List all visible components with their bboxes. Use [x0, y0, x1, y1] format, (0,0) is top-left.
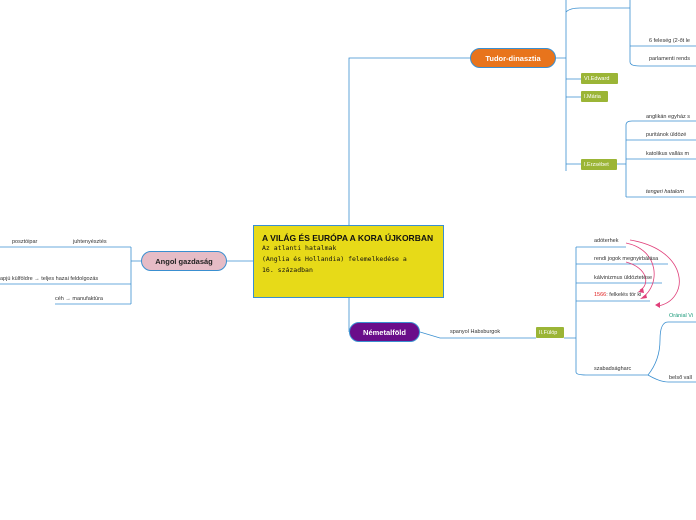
relationship-arrow-2 [629, 239, 680, 307]
connector-tudor-trunk [555, 0, 567, 171]
leaf-rendi-jogok[interactable]: rendi jogok megnyirbálása [594, 256, 659, 262]
leaf-parlamenti-rends[interactable]: parlamenti rends [649, 56, 690, 62]
leaf-felkeles[interactable]: 1566: felkelés tör ki [594, 292, 641, 298]
relationship-arrow-1 [625, 242, 655, 298]
central-subtitle-line3: 16. században [262, 266, 313, 274]
tag-i-erzsebet[interactable]: I.Erzsébet [581, 159, 617, 170]
tag-ii-fulop[interactable]: II.Fülöp [536, 327, 564, 338]
leaf-posztoipar[interactable]: posztóipar [12, 239, 38, 245]
leaf-puritanok-uldozese[interactable]: puritánok üldözé [646, 132, 687, 138]
branch-tudor-dinasztia[interactable]: Tudor-dinasztia [470, 48, 556, 68]
leaf-tengeri-hatalom[interactable]: tengeri hatalom [646, 189, 684, 195]
connector-central-tudor [348, 57, 470, 225]
leaf-adoterhek[interactable]: adóterhek [594, 238, 619, 244]
leaf-export-feldolgozas[interactable]: apjú külföldre → teljes hazai feldolgozá… [0, 276, 99, 282]
leaf-spanyol-habsburgok[interactable]: spanyol Habsburgok [450, 329, 501, 335]
leaf-katolikus-vallas[interactable]: katolikus vallás m [646, 151, 690, 157]
leaf-ceh-manufaktura[interactable]: céh → manufaktúra [55, 296, 103, 302]
leaf-anglikan-egyhaz[interactable]: anglikán egyház s [646, 114, 691, 120]
central-title: A VILÁG ÉS EURÓPA A KORA ÚJKORBAN [262, 233, 434, 243]
leaf-oranial-vilmos[interactable]: Oránial Vi [669, 313, 693, 319]
felkeles-text: : felkelés tör ki [606, 292, 642, 298]
central-subtitle-line1: Az atlanti hatalmak [262, 244, 337, 252]
leaf-szabadsagharc[interactable]: szabadságharc [594, 366, 632, 372]
oranial-text: Oránial Vi [669, 313, 694, 319]
tag-i-maria[interactable]: I.Mária [581, 91, 608, 102]
branch-nemetalfold[interactable]: Németalföld [349, 322, 420, 342]
leaf-6-feleseg[interactable]: 6 feleség (2-őt le [649, 38, 690, 44]
central-topic[interactable]: A VILÁG ÉS EURÓPA A KORA ÚJKORBAN Az atl… [253, 225, 444, 298]
branch-angol-gazdasag[interactable]: Angol gazdaság [141, 251, 227, 271]
leaf-kalvinizmus[interactable]: kálvinizmus üldöztetése [594, 275, 653, 281]
tag-vi-edward[interactable]: VI.Edward [581, 73, 618, 84]
leaf-juhtenyesztes[interactable]: juhtenyésztés [73, 239, 107, 245]
leaf-belso-vallasi[interactable]: belső vall [669, 375, 692, 381]
relationship-arrow-3 [625, 261, 647, 291]
central-subtitle-line2: (Anglia és Hollandia) felemelkedése a [262, 255, 407, 263]
felkeles-year: 1566 [594, 292, 607, 298]
